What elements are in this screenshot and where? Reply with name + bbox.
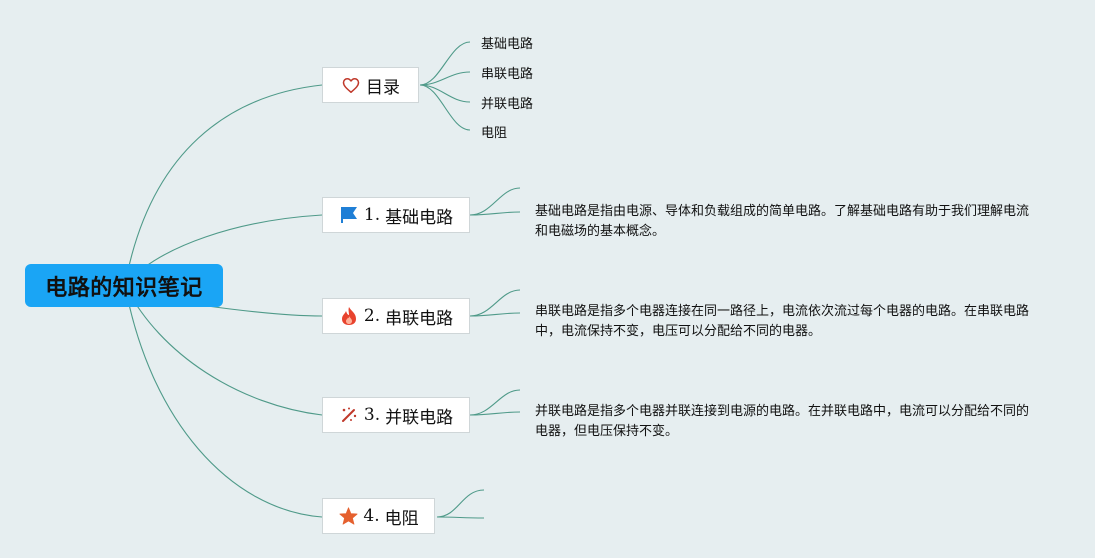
toc-item-parallel[interactable]: 并联电路 [481,97,534,112]
branch-parallel-circuit-number: 3. [363,405,381,425]
connector-root-topic-4 [124,284,323,518]
description-series-circuit: 串联电路是指多个电器连接在同一路径上，电流依次流过每个电器的电路。在串联电路中，… [535,304,1030,339]
branch-series-circuit-number: 2. [363,306,381,326]
star-icon [338,506,358,526]
connector-topic-4-fork-a [436,489,485,518]
connector-toc-item-1 [419,41,471,86]
toc-item-series[interactable]: 串联电路 [481,67,534,82]
description-basic-circuit: 基础电路是指由电源、导体和负载组成的简单电路。了解基础电路有助于我们理解电流和电… [535,204,1030,239]
connector-topic-3-fork-a [469,389,521,416]
branch-basic-circuit-number: 1. [363,205,381,225]
connector-topic-1-fork-b [469,211,521,216]
branch-resistance-number: 4. [363,506,380,526]
toc-item-resistance[interactable]: 电阻 [481,126,508,141]
connector-root-topic-3 [124,284,323,416]
branch-series-circuit[interactable]: 2. 串联电路 [322,298,470,334]
branch-toc[interactable]: 目录 [322,67,419,103]
toc-item-basic[interactable]: 基础电路 [481,37,534,52]
connector-topic-1-fork-a [469,187,521,216]
branch-basic-circuit[interactable]: 1. 基础电路 [322,197,470,233]
connector-root-topic-2 [199,304,323,317]
branch-resistance[interactable]: 4. 电阻 [322,498,435,534]
branch-basic-circuit-label: 基础电路 [385,207,454,228]
connector-toc-item-2 [419,71,471,86]
connector-root-toc [124,84,323,286]
flag-icon [339,205,359,225]
root-topic[interactable]: 电路的知识笔记 [25,264,223,307]
magic-wand-icon [339,405,359,425]
branch-series-circuit-label: 串联电路 [385,308,454,329]
branch-parallel-circuit-label: 并联电路 [385,407,454,428]
connector-topic-4-fork-b [436,516,485,519]
branch-parallel-circuit[interactable]: 3. 并联电路 [322,397,470,433]
connector-toc-item-4 [419,84,471,131]
connector-topic-2-fork-b [469,312,521,317]
connector-topic-3-fork-b [469,411,521,416]
branch-resistance-label: 电阻 [384,508,419,529]
fire-icon [339,306,359,326]
connector-topic-2-fork-a [469,289,521,317]
branch-toc-label: 目录 [366,77,400,98]
heart-icon [341,75,361,95]
description-parallel-circuit: 并联电路是指多个电器并联连接到电源的电路。在并联电路中，电流可以分配给不同的电器… [535,404,1030,439]
root-topic-label: 电路的知识笔记 [45,275,203,301]
